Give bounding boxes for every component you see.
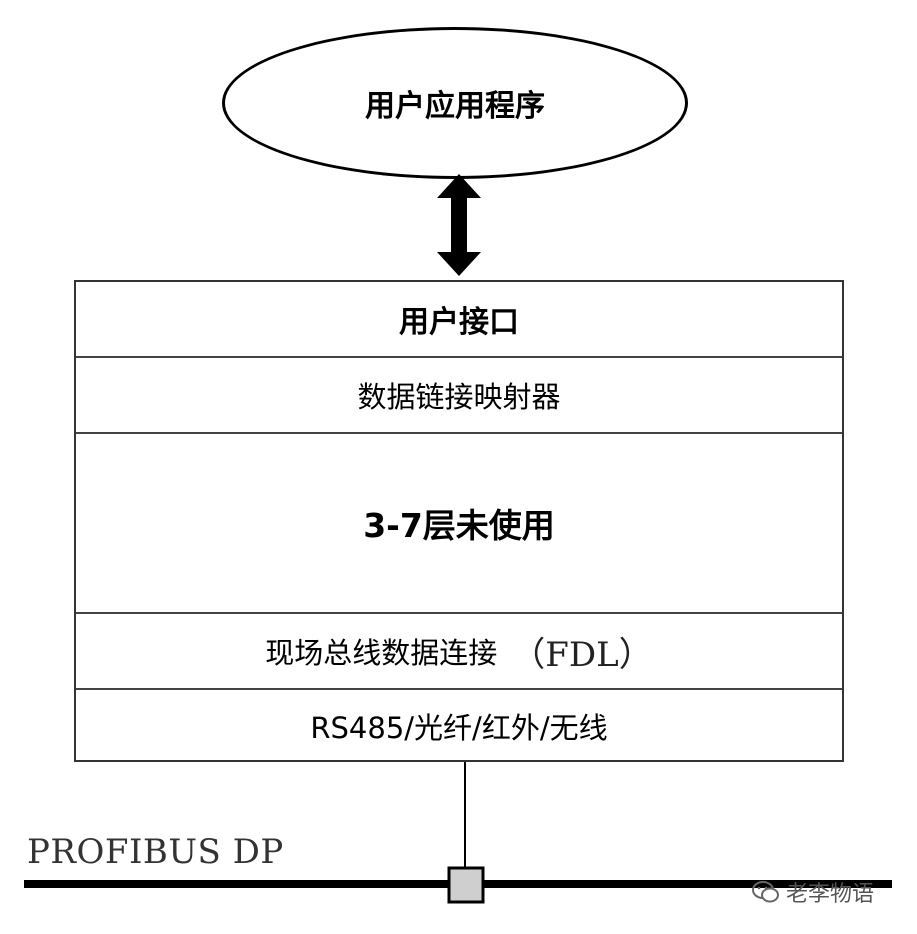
bus-label: PROFIBUS DP bbox=[27, 832, 284, 872]
layer-physical-label: RS485/光纤/红外/无线 bbox=[310, 711, 608, 745]
wechat-icon bbox=[752, 881, 779, 903]
bus-connection bbox=[24, 762, 892, 904]
bus-connector bbox=[447, 866, 485, 904]
layer-fdl-label: 现场总线数据连接 bbox=[265, 636, 498, 670]
layer-3-7-unused: 3-7层未使用 bbox=[76, 434, 842, 614]
watermark-text: 老李物语 bbox=[786, 882, 875, 907]
double-arrow-icon bbox=[437, 174, 481, 276]
layer-data-link-mapper: 数据链接映射器 bbox=[76, 358, 842, 434]
watermark: 老李物语 bbox=[752, 876, 874, 908]
layer-3-7-unused-label: 3-7层未使用 bbox=[363, 506, 555, 545]
layer-user-interface: 用户接口 bbox=[76, 282, 842, 358]
protocol-stack: 用户接口 数据链接映射器 3-7层未使用 现场总线数据连接 （FDL） RS48… bbox=[74, 280, 844, 762]
layer-fdl: 现场总线数据连接 （FDL） bbox=[76, 614, 842, 690]
layer-data-link-mapper-label: 数据链接映射器 bbox=[357, 380, 561, 414]
layer-user-interface-label: 用户接口 bbox=[399, 305, 519, 340]
user-application-label: 用户应用程序 bbox=[365, 89, 545, 124]
layer-physical: RS485/光纤/红外/无线 bbox=[76, 690, 842, 762]
layer-fdl-suffix: （FDL） bbox=[511, 634, 653, 675]
user-application-node: 用户应用程序 bbox=[222, 27, 688, 179]
